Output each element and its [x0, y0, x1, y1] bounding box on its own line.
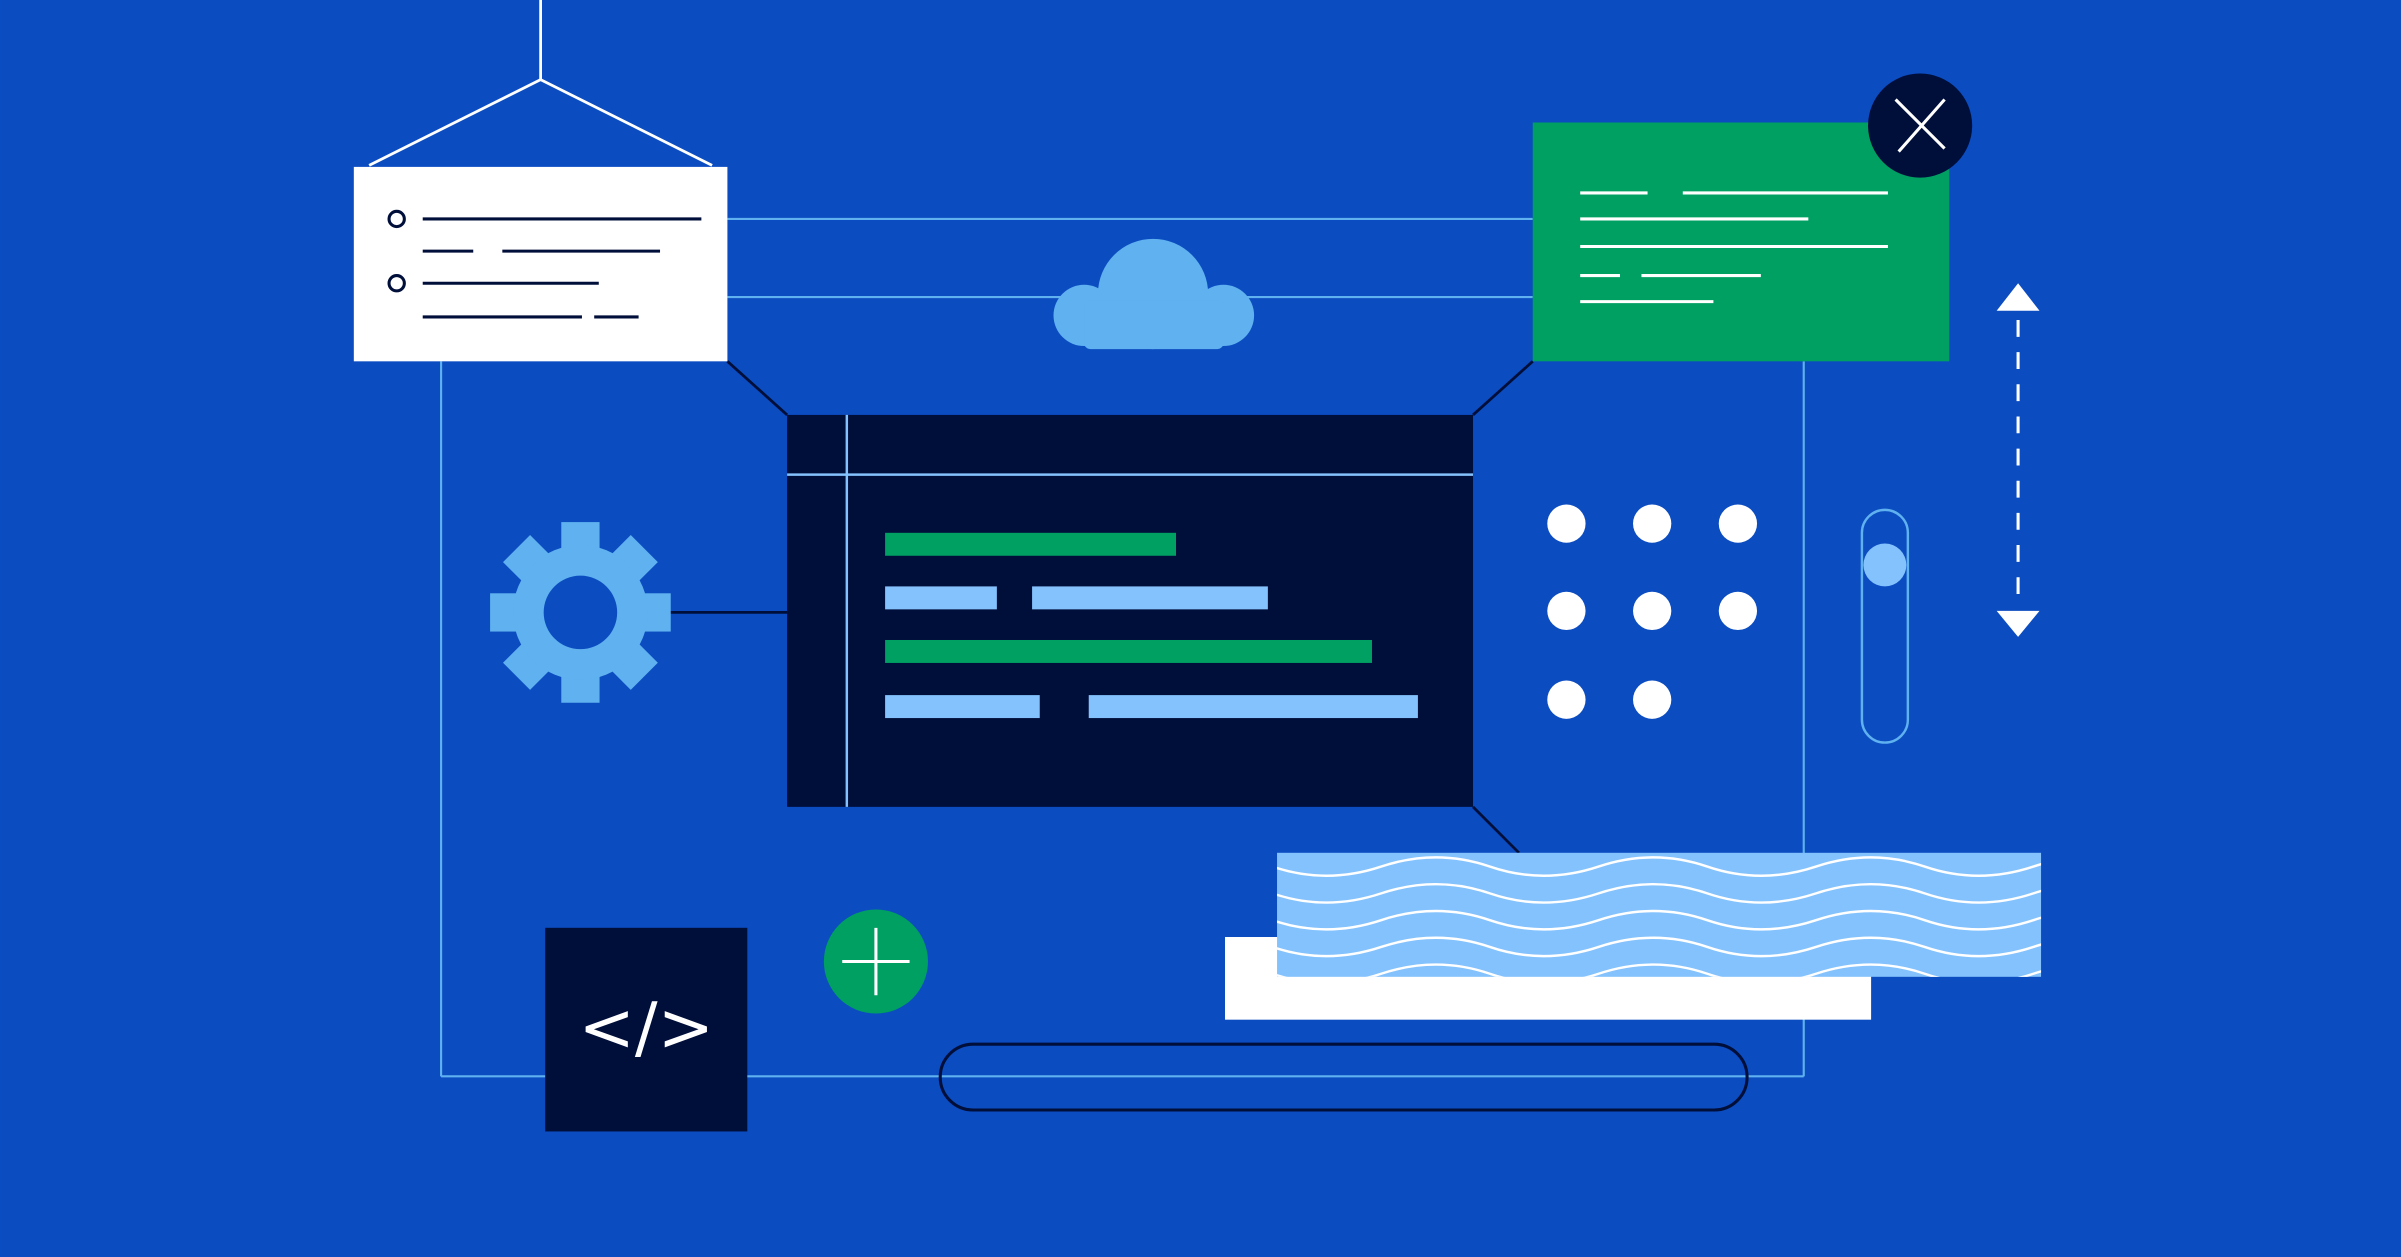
radio-circle-icon[interactable] — [387, 274, 406, 293]
radio-circle-icon[interactable] — [387, 209, 406, 229]
vertical-slider[interactable] — [1860, 508, 1910, 744]
code-tile[interactable]: </> — [545, 927, 748, 1132]
code-line — [1032, 586, 1268, 610]
gear-icon[interactable] — [490, 522, 671, 703]
dot-grid — [1547, 504, 1758, 719]
code-line — [885, 586, 997, 610]
list-card[interactable] — [353, 166, 728, 362]
close-x-icon — [1894, 98, 1946, 153]
close-button[interactable] — [1868, 73, 1973, 178]
code-window — [787, 414, 1474, 807]
code-line — [885, 695, 1040, 719]
vertical-double-arrow-icon[interactable] — [1996, 283, 2040, 637]
message-card — [1532, 122, 1950, 362]
slider-thumb[interactable] — [1863, 543, 1907, 587]
hanging-wire — [368, 0, 713, 167]
code-line — [1088, 695, 1418, 719]
plus-icon — [842, 927, 910, 996]
search-bar[interactable] — [938, 1042, 1749, 1112]
wave-panel — [1277, 852, 2042, 977]
code-line — [885, 532, 1177, 556]
code-line — [885, 639, 1372, 663]
add-button[interactable] — [823, 909, 928, 1014]
cloud-icon — [1053, 238, 1255, 350]
connector-lines — [669, 360, 1534, 854]
code-tag-icon: </> — [578, 987, 714, 1066]
